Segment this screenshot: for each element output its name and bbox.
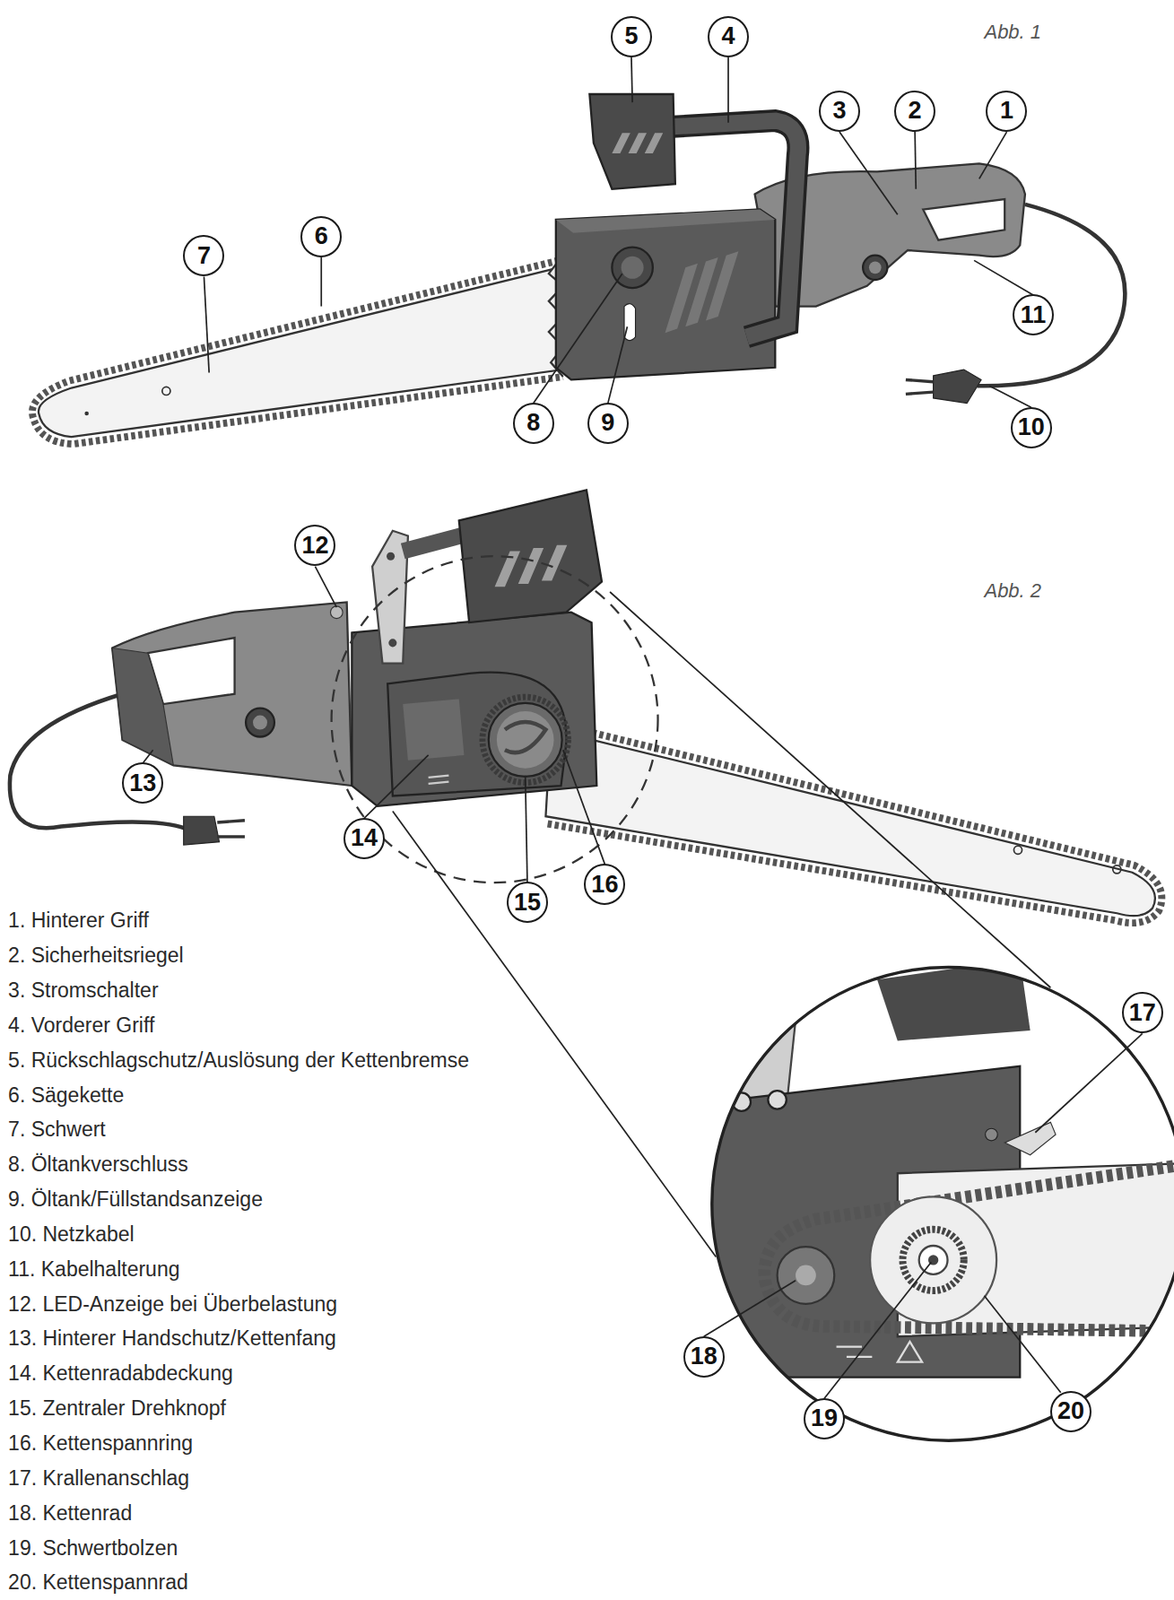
callout-circle: 5	[610, 16, 653, 58]
callout-number: 19	[810, 1406, 838, 1431]
callout-circle: 15	[506, 881, 548, 923]
part-list-item: 17. Krallenanschlag	[8, 1466, 190, 1491]
callout-circle: 4	[707, 16, 749, 58]
part-list-item: 11. Kabelhalterung	[8, 1257, 180, 1282]
part-list-item: 6. Sägekette	[8, 1083, 124, 1108]
callout-number: 20	[1057, 1399, 1085, 1424]
part-list-item: 18. Kettenrad	[8, 1501, 132, 1526]
callout-number: 8	[526, 410, 540, 435]
part-list-item: 15. Zentraler Drehknopf	[8, 1396, 227, 1421]
callout-circle: 16	[583, 863, 626, 905]
callout-circle: 17	[1121, 991, 1164, 1034]
callout-circle: 18	[683, 1336, 725, 1378]
callout-circle: 14	[343, 817, 385, 860]
leader-lines	[203, 57, 1034, 408]
callout-number: 14	[350, 826, 378, 851]
part-list-item: 8. Öltankverschluss	[8, 1152, 189, 1177]
part-list-item: 3. Stromschalter	[8, 978, 158, 1003]
callout-number: 7	[197, 243, 211, 269]
callout-circle: 11	[1012, 294, 1054, 336]
callout-circle: 10	[1010, 407, 1053, 449]
callout-number: 4	[721, 24, 735, 49]
callout-number: 3	[832, 98, 846, 123]
part-list-item: 20. Kettenspannrad	[8, 1570, 189, 1595]
callout-number: 11	[1020, 303, 1047, 328]
callout-circle: 2	[894, 90, 936, 132]
callout-circle: 7	[182, 234, 225, 277]
figure-label: Abb. 1	[983, 20, 1042, 44]
callout-circle: 9	[587, 402, 629, 444]
figure-1	[32, 94, 1125, 444]
part-list-item: 5. Rückschlagschutz/Auslösung der Ketten…	[8, 1048, 470, 1073]
part-list-item: 7. Schwert	[8, 1117, 106, 1142]
leader-lines	[142, 566, 1143, 1400]
callout-number: 15	[513, 890, 541, 915]
callout-number: 16	[591, 872, 618, 897]
callout-number: 2	[908, 98, 922, 123]
part-list-item: 2. Sicherheitsriegel	[8, 943, 184, 968]
part-list-item: 16. Kettenspannring	[8, 1431, 193, 1456]
part-list-item: 13. Hinterer Handschutz/Kettenfang	[8, 1326, 337, 1351]
part-list-item: 4. Vorderer Griff	[8, 1013, 155, 1038]
callout-number: 18	[690, 1344, 718, 1369]
callout-number: 10	[1017, 415, 1045, 440]
figure-label: Abb. 2	[983, 579, 1042, 603]
callout-circle: 8	[513, 402, 555, 444]
callout-number: 9	[600, 410, 615, 435]
callout-number: 13	[129, 771, 157, 796]
callout-number: 5	[624, 24, 638, 49]
part-list-item: 1. Hinterer Griff	[8, 908, 149, 933]
part-list-item: 10. Netzkabel	[8, 1222, 135, 1247]
callout-circle: 12	[294, 524, 336, 566]
callout-circle: 13	[121, 762, 164, 804]
part-list-item: 12. LED-Anzeige bei Überbelastung	[8, 1292, 338, 1317]
callout-number: 17	[1129, 1000, 1157, 1026]
callout-number: 1	[1000, 98, 1014, 123]
part-list-item: 19. Schwertbolzen	[8, 1536, 178, 1561]
callout-circle: 20	[1050, 1391, 1092, 1433]
detail-zoom	[704, 958, 1174, 1449]
callout-number: 6	[314, 224, 329, 249]
callout-circle: 1	[985, 90, 1027, 132]
callout-number: 12	[301, 533, 329, 558]
callout-circle: 6	[300, 216, 342, 258]
callout-circle: 3	[818, 90, 861, 132]
part-list-item: 14. Kettenradabdeckung	[8, 1361, 234, 1386]
part-list-item: 9. Öltank/Füllstandsanzeige	[8, 1187, 263, 1212]
callout-circle: 19	[803, 1398, 845, 1440]
